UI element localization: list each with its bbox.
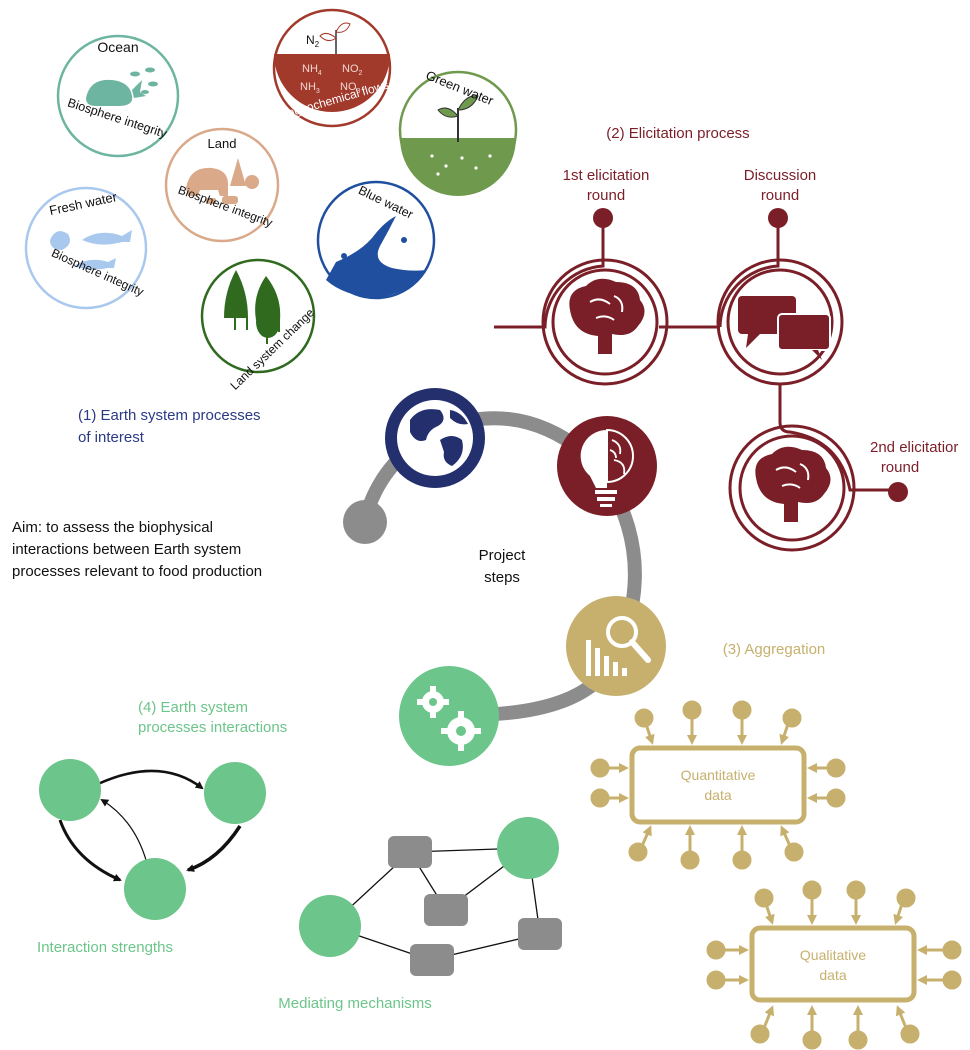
- step1-globe-node: [385, 388, 485, 488]
- step4-gears-node: [399, 666, 499, 766]
- fish-icon: [130, 67, 158, 94]
- brain-icon: [569, 278, 645, 354]
- discussion-pin-icon: [768, 208, 788, 228]
- land-title: Land: [208, 136, 237, 151]
- round1-label-line2: round: [587, 187, 625, 204]
- mediating-mechanisms-network: [299, 817, 562, 976]
- round2-label-line1: 2nd elicitatior: [870, 439, 958, 456]
- forest-icon: [224, 270, 281, 344]
- deer-icon: [206, 196, 238, 204]
- process-node: [299, 895, 361, 957]
- discussion-label-line2: round: [761, 187, 799, 204]
- round1-pin-icon: [593, 208, 613, 228]
- frog-icon: [50, 231, 70, 250]
- quantitative-label-line1: Quantitative: [681, 767, 756, 783]
- step2-idea-node: [557, 416, 657, 516]
- globe-icon: [397, 400, 473, 476]
- nh4-label: NH4: [302, 63, 322, 77]
- process-node: [497, 817, 559, 879]
- step3-analysis-node: [566, 596, 666, 696]
- qualitative-label-line1: Qualitative: [800, 947, 866, 963]
- aim-line1: Aim: to assess the biophysical: [12, 519, 213, 536]
- mechanism-node: [424, 894, 468, 926]
- tree-icon: [230, 158, 259, 189]
- quantitative-input-arrows: [590, 700, 846, 870]
- qualitative-data-box: Qualitative data: [749, 925, 917, 1003]
- aim-line2: interactions between Earth system: [12, 541, 241, 558]
- discussion-label-line1: Discussion: [744, 167, 817, 184]
- center-label-line1: Project: [479, 547, 527, 564]
- biogeochemical-flows-badge: N2 NH4 NO2 NH3 NO3 Biogeochemical flows: [272, 8, 392, 128]
- round2-pin-icon: [888, 482, 908, 502]
- ocean-process-badge: Ocean Biosphere integrity: [56, 34, 180, 158]
- interaction-strengths-label: Interaction strengths: [37, 939, 173, 956]
- chat-bubbles-icon: [738, 296, 831, 360]
- aim-line3: processes relevant to food production: [12, 563, 262, 580]
- n2-label: N2: [306, 33, 320, 49]
- magnifier-chart-icon: [586, 616, 651, 676]
- gears-icon: [417, 686, 481, 751]
- qualitative-label-line2: data: [819, 967, 846, 983]
- no3-label: NO3: [340, 81, 361, 95]
- network-node: [124, 858, 186, 920]
- land-process-badge: Land Biosphere integrity: [164, 127, 280, 243]
- round1-label-line1: 1st elicitation: [563, 167, 650, 184]
- ring-start-node: [343, 500, 387, 544]
- land-system-change-badge: Land system change: [200, 258, 317, 393]
- interaction-strengths-network: [39, 759, 266, 920]
- river-icon: [326, 216, 426, 298]
- nh3-label: NH3: [300, 81, 320, 95]
- sprout-icon: [319, 22, 351, 54]
- rain-drops-icon: [430, 154, 492, 176]
- ocean-title: Ocean: [97, 39, 138, 55]
- step4-label-line2: processes interactions: [138, 719, 287, 736]
- quantitative-label-line2: data: [704, 787, 731, 803]
- mechanism-node: [518, 918, 562, 950]
- green-water-process-badge: Green water: [398, 67, 518, 196]
- whale-icon: [86, 79, 146, 106]
- elicitation-flow: [494, 220, 890, 552]
- blue-water-process-badge: Blue water: [316, 180, 436, 300]
- step1-label-line2: of interest: [78, 429, 145, 446]
- mediating-mechanisms-label: Mediating mechanisms: [278, 995, 431, 1012]
- step1-label-line1: (1) Earth system processes: [78, 407, 261, 424]
- no2-label: NO2: [342, 63, 363, 77]
- step2-label: (2) Elicitation process: [606, 125, 749, 142]
- bear-icon: [186, 167, 228, 196]
- step3-label: (3) Aggregation: [723, 641, 826, 658]
- step4-label-line1: (4) Earth system: [138, 699, 248, 716]
- round2-label-line2: round: [881, 459, 919, 476]
- mechanism-node: [388, 836, 432, 868]
- salmon-icon: [74, 230, 132, 270]
- center-label-line2: steps: [484, 569, 520, 586]
- lightbulb-brain-icon: [580, 428, 634, 507]
- seedling-icon: [437, 95, 479, 142]
- network-node: [39, 759, 101, 821]
- quantitative-data-box: Quantitative data: [629, 745, 807, 825]
- mechanism-node: [410, 944, 454, 976]
- fresh-water-process-badge: Fresh water Biosphere integrity: [24, 186, 148, 310]
- brain-icon-round2: [755, 446, 831, 522]
- qualitative-input-arrows: [706, 880, 962, 1050]
- network-node: [204, 762, 266, 824]
